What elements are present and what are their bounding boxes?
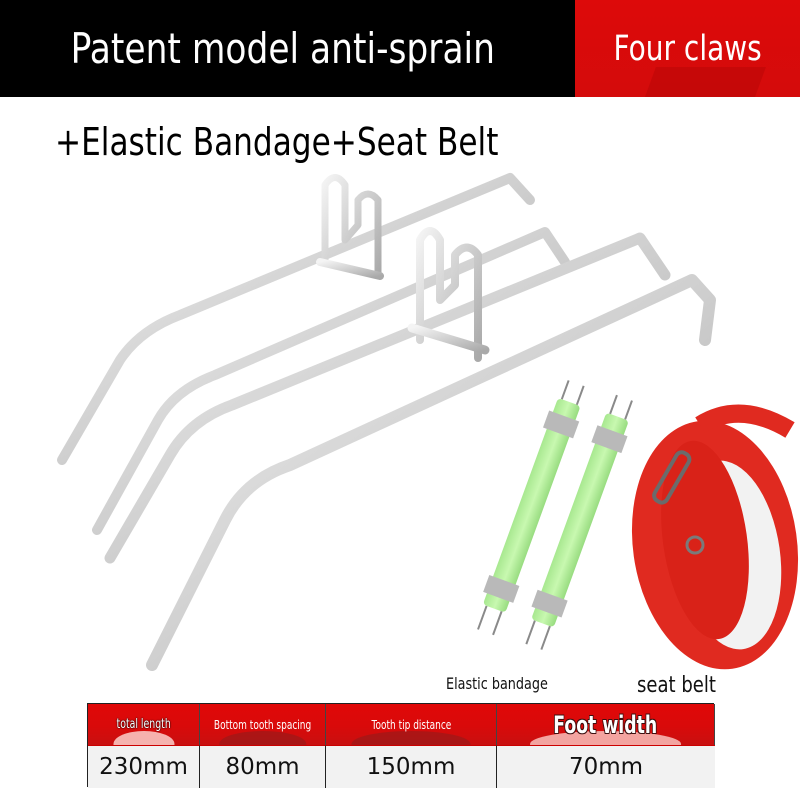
value-bottom-tooth-spacing: 80mm — [200, 745, 326, 788]
elastic-bandage-right — [525, 394, 633, 650]
banner-badge-area: Four claws — [575, 0, 800, 97]
steel-claw-back — [57, 173, 570, 535]
banner-badge: Four claws — [613, 28, 762, 69]
seat-belt-label: seat belt — [637, 673, 717, 698]
value-tooth-tip-distance: 150mm — [326, 745, 497, 788]
red-seat-belt — [631, 404, 799, 670]
steel-claw-front — [104, 227, 716, 671]
header-banner: Patent model anti-sprain Four claws — [0, 0, 800, 97]
value-foot-width: 70mm — [497, 745, 715, 788]
elastic-bandage-label: Elastic bandage — [446, 674, 548, 693]
header-foot-width: Foot width — [497, 704, 715, 745]
banner-title-area: Patent model anti-sprain — [0, 0, 575, 97]
banner-title: Patent model anti-sprain — [70, 24, 495, 73]
header-total-length: total length — [88, 704, 200, 745]
spec-table: total length Bottom tooth spacing Tooth … — [87, 703, 715, 788]
subtitle: +Elastic Bandage+Seat Belt — [55, 120, 499, 164]
header-tooth-tip-distance: Tooth tip distance — [326, 704, 497, 745]
header-bottom-tooth-spacing: Bottom tooth spacing — [200, 704, 326, 745]
value-total-length: 230mm — [88, 745, 200, 788]
elastic-bandage-left — [477, 380, 585, 636]
product-illustration — [57, 173, 799, 671]
